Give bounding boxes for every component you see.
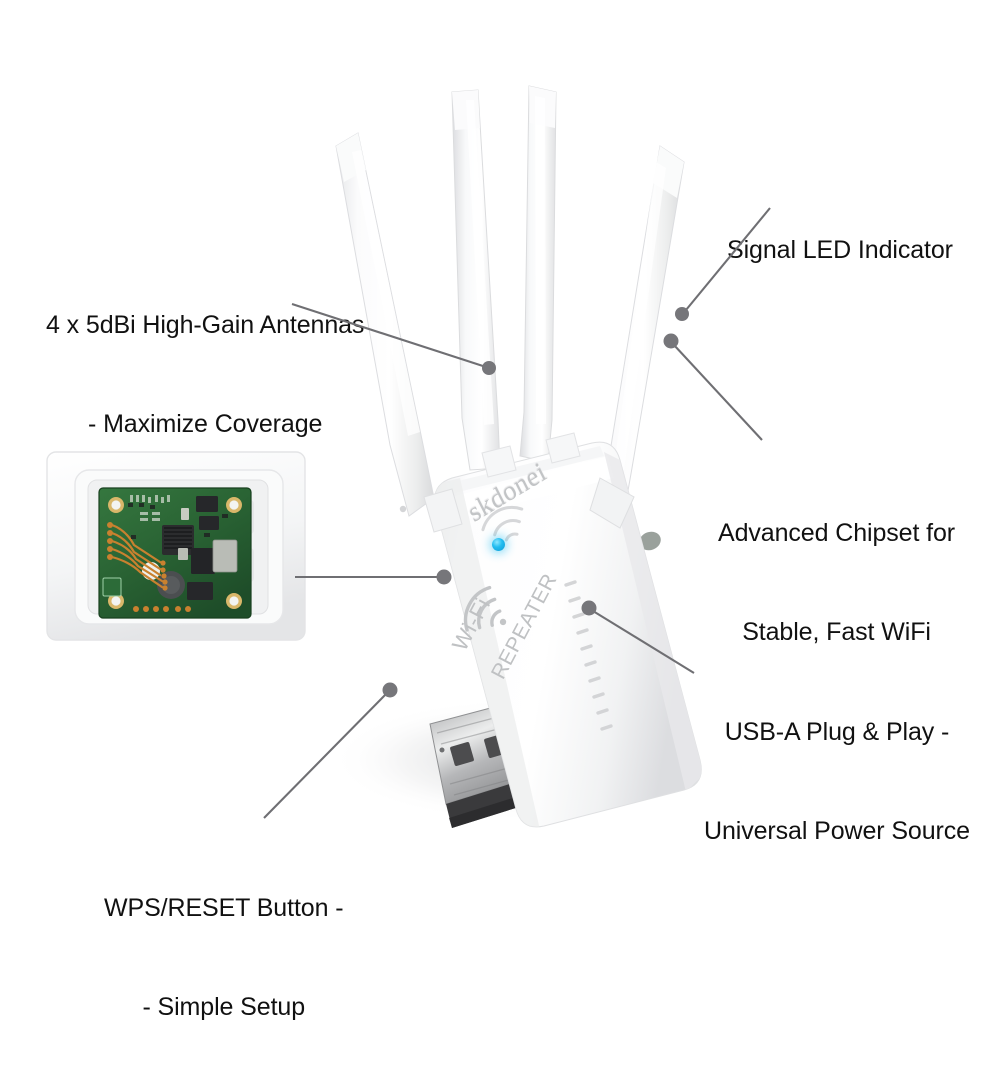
pcb-board (98, 487, 252, 619)
callout-usb-line1: USB-A Plug & Play - (724, 718, 950, 746)
callout-signal-led-line1: Signal LED Indicator (727, 236, 953, 264)
wifi-signal-arc (481, 505, 524, 542)
callout-usb: USB-A Plug & Play - Universal Power Sour… (704, 650, 970, 914)
usb-a-connector (429, 705, 522, 828)
leader-signal-led (675, 207, 771, 321)
antenna-hinges (423, 432, 635, 533)
leader-pcb-inset (295, 569, 452, 585)
callout-leader-lines (263, 207, 771, 819)
callout-chipset-line1: Advanced Chipset for (718, 519, 956, 547)
antenna-2 (451, 89, 501, 471)
callout-antennas: 4 x 5dBi High-Gain Antennas - Maximize C… (46, 243, 364, 507)
callout-usb-line2: Universal Power Source (704, 817, 970, 845)
antenna-1 (335, 132, 435, 517)
vent-slots (564, 580, 613, 731)
leader-usb (581, 600, 695, 674)
antenna-4 (593, 145, 685, 551)
leader-wps (263, 682, 398, 819)
callout-antennas-line1: 4 x 5dBi High-Gain Antennas (46, 311, 365, 339)
callout-wps-line1: WPS/RESET Button - (104, 894, 344, 922)
callout-antennas-line2: - Maximize Coverage (88, 410, 323, 438)
leader-antennas (291, 303, 496, 375)
signal-led-indicator (492, 538, 505, 551)
antenna-3 (519, 85, 557, 463)
callout-chipset: Advanced Chipset for Stable, Fast WiFi (718, 451, 955, 715)
infographic-canvas: skdonei Wi-Fi REPEATER (46, 85, 971, 1021)
internal-pcb-inset (46, 451, 306, 641)
antenna-group (335, 85, 685, 551)
callout-signal-led: Signal LED Indicator (727, 168, 953, 333)
callout-chipset-line2: Stable, Fast WiFi (742, 618, 931, 646)
leader-chipset (663, 333, 763, 441)
wifi-logo-arc (463, 585, 507, 632)
